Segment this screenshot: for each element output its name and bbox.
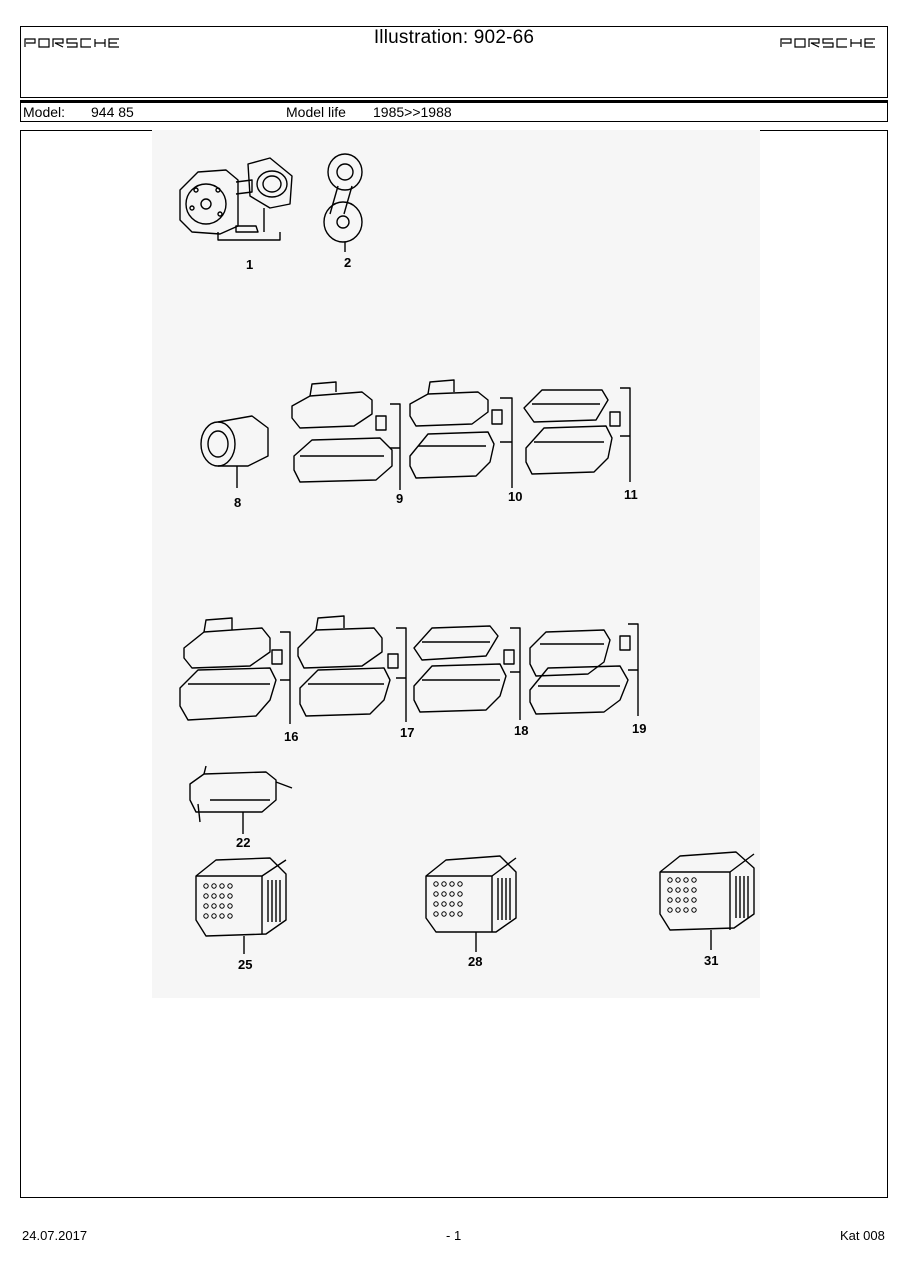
part-25-pins <box>203 883 233 919</box>
header-frame: Illustration: 902-66 <box>20 26 888 98</box>
part-8-drawing <box>200 415 269 488</box>
model-value: 944 85 <box>91 104 134 120</box>
part-number-28[interactable]: 28 <box>468 954 483 969</box>
part-28-pins <box>433 881 463 917</box>
part-11-drawing <box>523 387 631 482</box>
part-number-8[interactable]: 8 <box>234 495 242 510</box>
model-bar: Model: 944 85 Model life 1985>>1988 <box>20 100 888 122</box>
part-number-25[interactable]: 25 <box>238 957 253 972</box>
part-2-drawing <box>323 153 363 252</box>
part-number-22[interactable]: 22 <box>236 835 251 850</box>
footer-page-number: - 1 <box>446 1228 462 1243</box>
part-25-drawing <box>195 857 287 954</box>
model-label: Model: <box>23 104 66 120</box>
part-number-1[interactable]: 1 <box>246 257 254 272</box>
part-17-drawing <box>297 615 407 722</box>
illustration-background <box>152 130 760 998</box>
part-number-31[interactable]: 31 <box>704 953 719 968</box>
part-16-drawing <box>179 617 291 724</box>
part-18-drawing <box>413 625 521 720</box>
part-number-11[interactable]: 11 <box>624 487 638 502</box>
part-number-19[interactable]: 19 <box>632 721 647 736</box>
part-number-9[interactable]: 9 <box>396 491 404 506</box>
part-31-drawing <box>659 851 755 950</box>
part-19-drawing <box>529 623 639 716</box>
part-number-17[interactable]: 17 <box>400 725 415 740</box>
part-31-pins <box>667 877 697 913</box>
footer-date: 24.07.2017 <box>22 1228 88 1243</box>
part-10-drawing <box>409 379 513 488</box>
porsche-logo-right <box>780 38 875 48</box>
model-life-value: 1985>>1988 <box>373 104 452 120</box>
part-1-drawing <box>179 157 293 241</box>
page-title: Illustration: 902-66 <box>373 27 535 48</box>
part-22-drawing <box>189 765 293 834</box>
part-number-10[interactable]: 10 <box>508 489 523 504</box>
footer-catalog: Kat 008 <box>840 1228 885 1243</box>
part-number-18[interactable]: 18 <box>514 723 529 738</box>
part-number-2[interactable]: 2 <box>344 255 352 270</box>
part-28-drawing <box>425 855 517 952</box>
porsche-logo-left <box>24 38 119 48</box>
part-9-drawing <box>291 381 401 490</box>
part-number-16[interactable]: 16 <box>284 729 299 744</box>
model-life-label: Model life <box>286 104 346 120</box>
